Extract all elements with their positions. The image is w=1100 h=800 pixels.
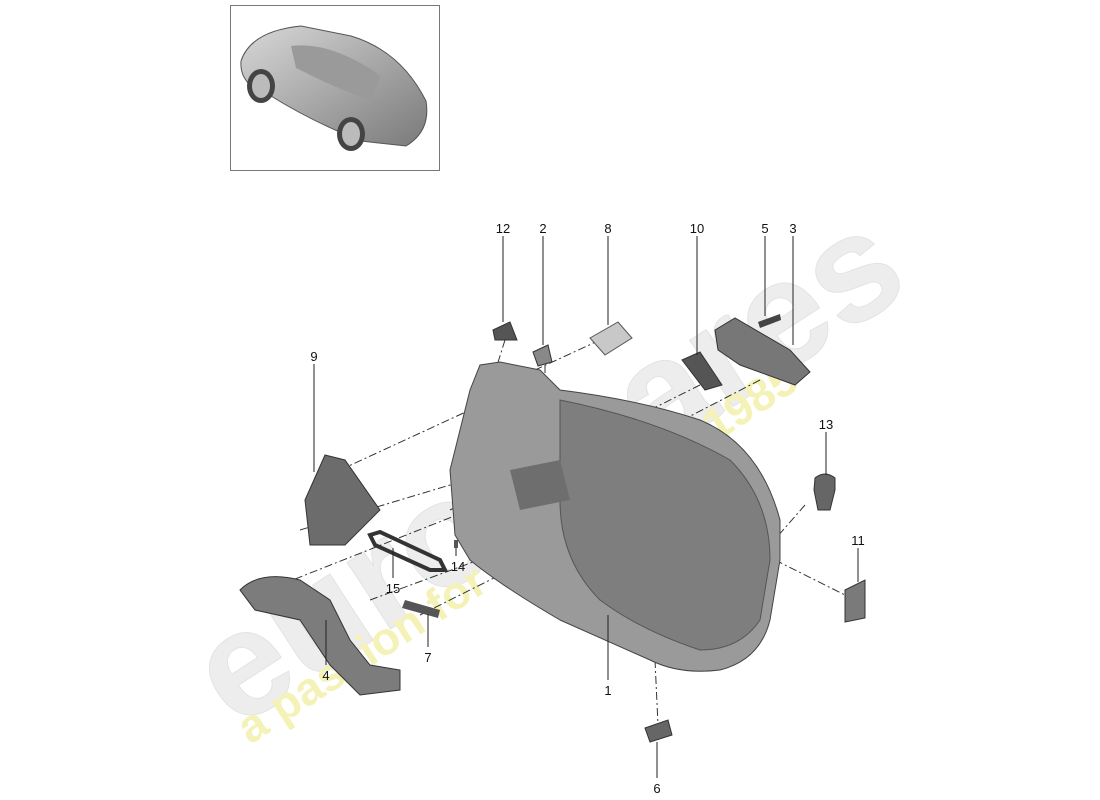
callout-9: 9 — [310, 349, 317, 364]
cover-part-12 — [492, 321, 518, 341]
cover-part-11 — [844, 579, 866, 623]
pull-handle-part-4 — [239, 576, 401, 696]
screw-part-14 — [454, 540, 458, 548]
leader-lines — [313, 236, 859, 778]
callout-1: 1 — [604, 683, 611, 698]
door-panel-part-1 — [449, 361, 781, 672]
callout-5: 5 — [761, 221, 768, 236]
callout-13: 13 — [819, 417, 833, 432]
clip-part-6 — [644, 719, 673, 743]
car-thumbnail — [230, 5, 440, 171]
callout-2: 2 — [539, 221, 546, 236]
trim-strip-part-7 — [402, 600, 440, 618]
callout-15: 15 — [386, 581, 400, 596]
trim-part-9 — [304, 454, 381, 546]
callout-3: 3 — [789, 221, 796, 236]
callout-14: 14 — [451, 559, 465, 574]
callout-11: 11 — [851, 533, 865, 548]
callout-8: 8 — [604, 221, 611, 236]
callout-7: 7 — [424, 650, 431, 665]
frame-part-15 — [367, 529, 449, 572]
callout-6: 6 — [653, 781, 660, 796]
callout-4: 4 — [322, 668, 329, 683]
clip-part-13 — [813, 473, 836, 511]
car-overview-icon — [240, 25, 428, 151]
callout-12: 12 — [496, 221, 510, 236]
trim-part-10 — [681, 351, 723, 391]
switch-bezel-part-8 — [589, 321, 633, 356]
callouts: 12 2 8 10 5 3 9 13 11 15 14 4 7 1 6 — [310, 221, 864, 796]
screw-part-5 — [758, 314, 781, 328]
handle-part-3 — [714, 317, 811, 386]
callout-10: 10 — [690, 221, 704, 236]
clip-part-2 — [532, 344, 553, 367]
